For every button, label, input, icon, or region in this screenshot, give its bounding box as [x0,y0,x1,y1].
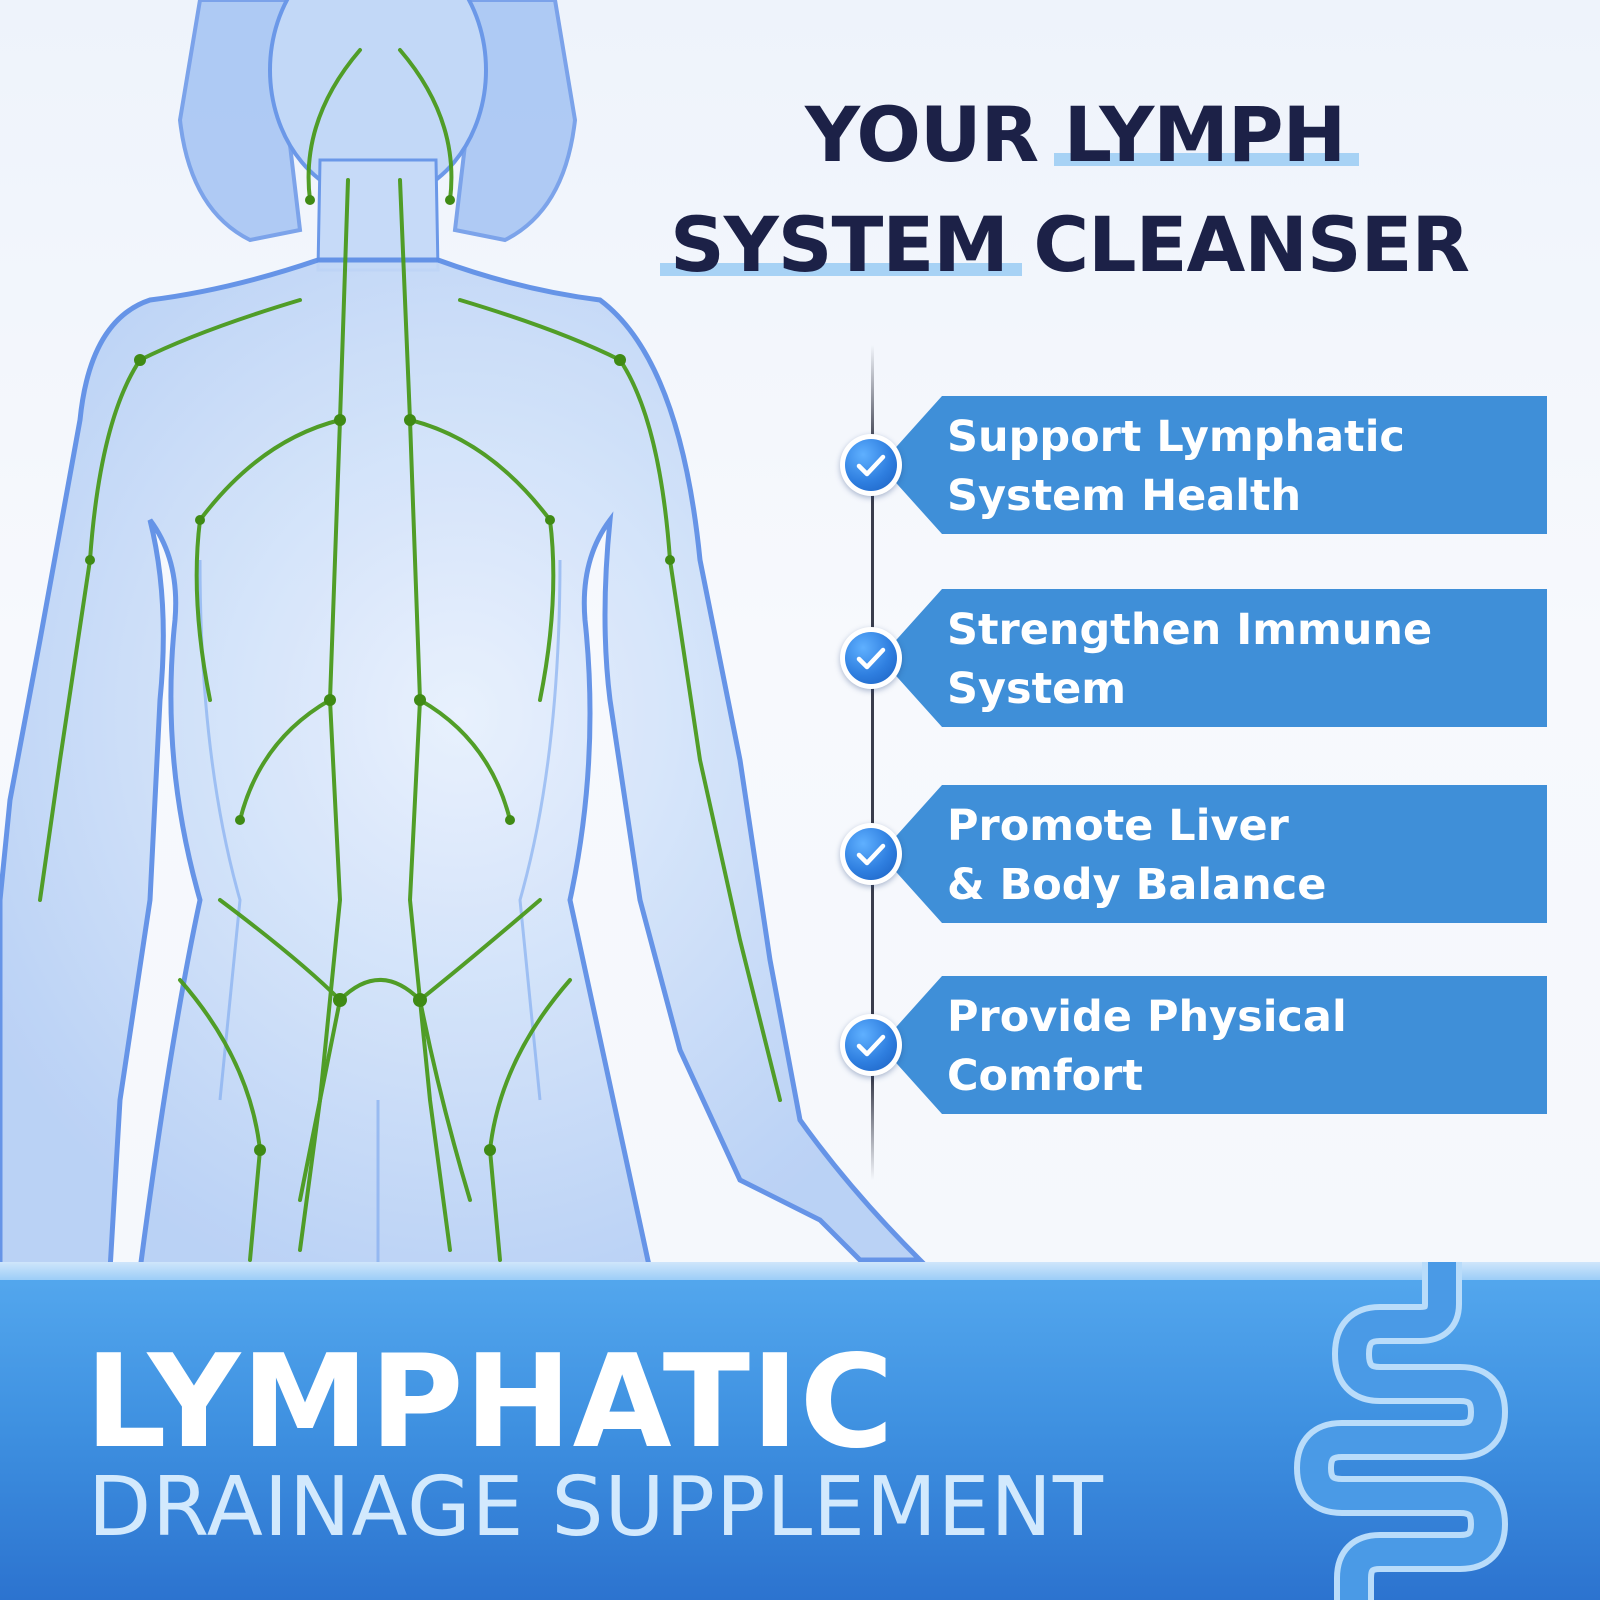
lymphatic-body-illustration [0,0,927,1270]
check-circle-icon [840,434,902,496]
check-circle-icon [840,627,902,689]
headline-your: YOUR [805,90,1064,179]
product-subtitle: DRAINAGE SUPPLEMENT [88,1460,1104,1555]
product-title: LYMPHATIC [85,1328,895,1477]
check-circle-icon [840,1014,902,1076]
check-circle-icon [840,823,902,885]
benefit-banner [880,589,1547,727]
headline-line-1: YOUR LYMPH [805,80,1359,190]
benefit-item-4: Provide Physical Comfort [840,976,1547,1114]
benefit-label: Provide Physical Comfort [947,992,1347,1101]
benefit-label: Strengthen Immune System [947,605,1433,714]
benefit-banner [880,785,1547,923]
benefit-banner [880,976,1547,1114]
footer-band: LYMPHATIC DRAINAGE SUPPLEMENT [0,1262,1600,1600]
benefit-label: Support Lymphatic System Health [947,412,1405,521]
headline-cleanser: CLEANSER [1007,200,1470,289]
benefit-item-1: Support Lymphatic System Health [840,396,1547,534]
benefit-banner [880,396,1547,534]
benefit-item-2: Strengthen Immune System [840,589,1547,727]
intestine-icon [1294,1262,1508,1600]
headline-lymph-highlight: LYMPH [1053,80,1359,190]
headline-line-2: SYSTEM CLEANSER [660,190,1470,300]
benefit-item-3: Promote Liver & Body Balance [840,785,1547,923]
headline-system-highlight: SYSTEM [660,190,1022,300]
timeline-line [871,345,874,1180]
benefit-label: Promote Liver & Body Balance [947,801,1327,910]
